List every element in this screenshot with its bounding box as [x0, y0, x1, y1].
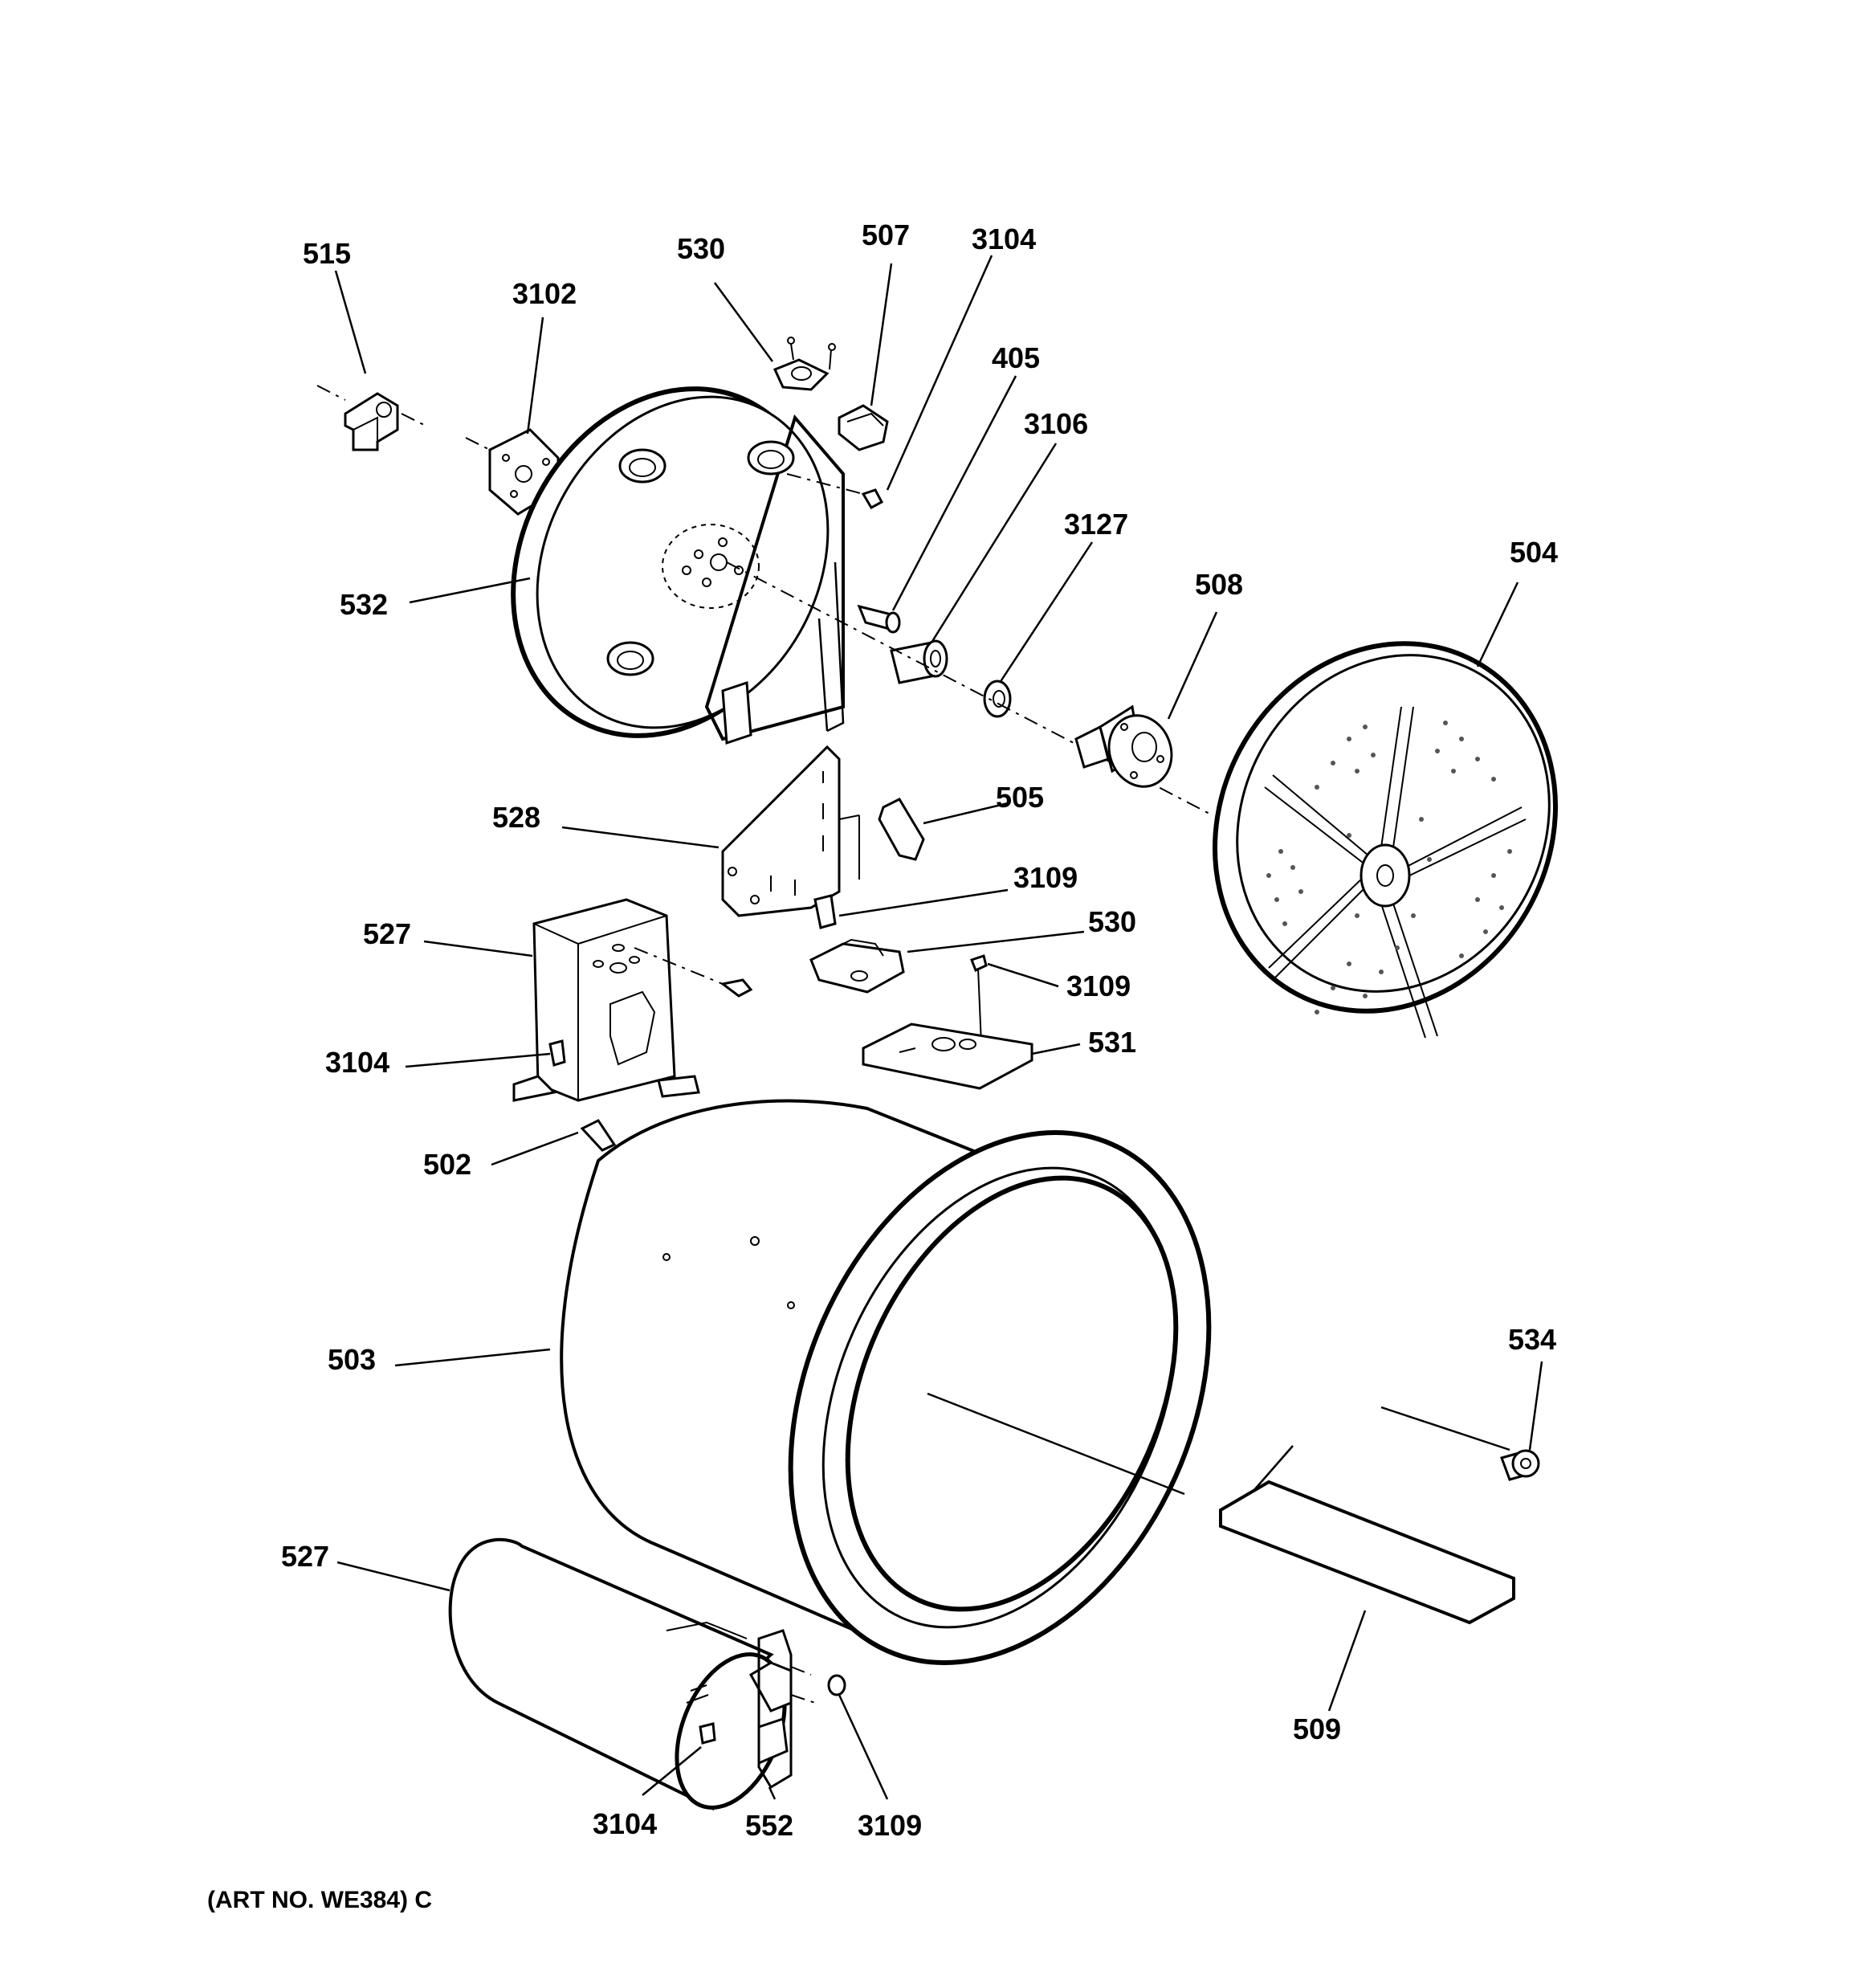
label-3106: 3106 — [1024, 407, 1088, 440]
label-530-mid: 530 — [1088, 905, 1136, 938]
part-507-thermal-fuse — [838, 404, 889, 451]
part-530-top-thermostat — [773, 337, 836, 391]
part-528-bracket — [721, 745, 841, 917]
label-507: 507 — [862, 218, 910, 251]
label-531: 531 — [1088, 1026, 1136, 1059]
art-number: (ART NO. WE384) C — [207, 1887, 432, 1913]
leader-lines — [334, 255, 1543, 1800]
label-3109-b: 3109 — [1066, 970, 1131, 1002]
label-505: 505 — [996, 781, 1044, 814]
label-528: 528 — [492, 801, 540, 834]
label-504: 504 — [1510, 536, 1558, 569]
part-508-shaft-hub — [1074, 704, 1173, 788]
part-3127-washer — [983, 680, 1012, 718]
perforation-pattern — [1266, 720, 1512, 1014]
label-552: 552 — [745, 1809, 793, 1842]
part-405-bolt — [857, 604, 901, 634]
part-3106-bushing — [890, 639, 948, 684]
part-504-drum-rear-panel — [1213, 641, 1558, 1039]
label-527-lower: 527 — [281, 1540, 329, 1573]
label-405: 405 — [992, 341, 1040, 374]
part-503-drum — [560, 1099, 1510, 1665]
part-3109-screw-a — [813, 894, 837, 929]
label-509: 509 — [1293, 1712, 1341, 1745]
label-527-upper: 527 — [363, 917, 411, 950]
label-3109-a: 3109 — [1013, 861, 1078, 894]
part-532-rear-bulkhead — [511, 386, 845, 745]
label-3102: 3102 — [512, 277, 577, 310]
part-530-mid-thermostat — [809, 938, 905, 994]
label-3104-top: 3104 — [972, 222, 1036, 255]
part-531-mount-plate — [862, 1023, 1033, 1090]
label-3109-c: 3109 — [858, 1809, 922, 1842]
part-505-gasket — [838, 798, 925, 880]
label-3104-bottom: 3104 — [593, 1807, 657, 1840]
part-3109-screw-b — [970, 954, 988, 1045]
label-508: 508 — [1195, 568, 1243, 601]
label-3104-mid: 3104 — [325, 1046, 389, 1079]
part-534-screw — [1500, 1449, 1540, 1481]
label-503: 503 — [328, 1343, 376, 1376]
part-527-motor — [448, 1537, 846, 1811]
part-509-baffle — [1219, 1480, 1515, 1625]
label-532: 532 — [340, 588, 388, 621]
label-3127: 3127 — [1064, 508, 1128, 541]
label-534: 534 — [1508, 1323, 1556, 1356]
label-502: 502 — [423, 1148, 471, 1181]
part-3104-screw-top — [786, 473, 884, 510]
part-515-clip — [316, 385, 426, 451]
label-530-top: 530 — [677, 232, 725, 265]
part-527-upper-bracket — [512, 898, 753, 1102]
part-labels: 515 3102 530 507 3104 405 3106 3127 508 … — [281, 218, 1558, 1842]
label-515: 515 — [303, 237, 351, 270]
